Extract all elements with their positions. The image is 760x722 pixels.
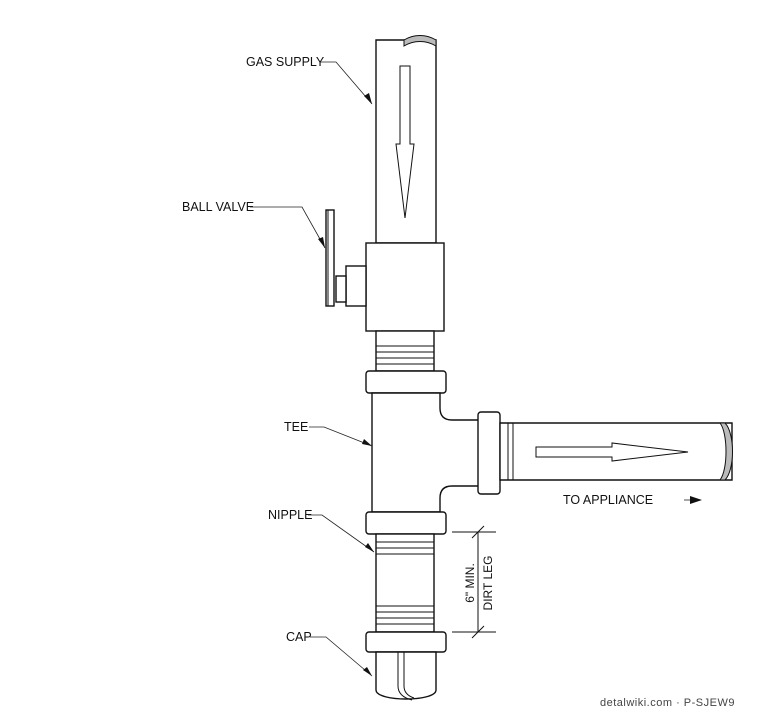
- tee-label: TEE: [284, 420, 308, 434]
- watermark: detalwiki.com · P-SJEW9: [600, 697, 735, 709]
- dirt-leg-dimension: 6" MIN. DIRT LEG: [452, 525, 496, 639]
- ball-valve-label: BALL VALVE: [182, 200, 254, 214]
- dim-dirt-leg-label: DIRT LEG: [481, 556, 495, 611]
- appliance-branch-pipe: [499, 422, 733, 481]
- dim-6-min-label: 6" MIN.: [463, 563, 477, 603]
- leader-lines: [250, 61, 702, 677]
- gas-supply-pipe: [375, 35, 437, 244]
- to-appliance-label: TO APPLIANCE: [563, 493, 653, 507]
- nipple-label: NIPPLE: [268, 508, 312, 522]
- gas-supply-label: GAS SUPPLY: [246, 55, 325, 69]
- flow-down-arrow: [395, 65, 415, 219]
- dirt-leg-nipple: [375, 533, 435, 633]
- upper-nipple: [375, 330, 435, 372]
- flow-right-arrow: [535, 442, 689, 462]
- tee-fitting: [365, 370, 501, 535]
- cap-label: CAP: [286, 630, 312, 644]
- cap-fitting: [365, 631, 447, 701]
